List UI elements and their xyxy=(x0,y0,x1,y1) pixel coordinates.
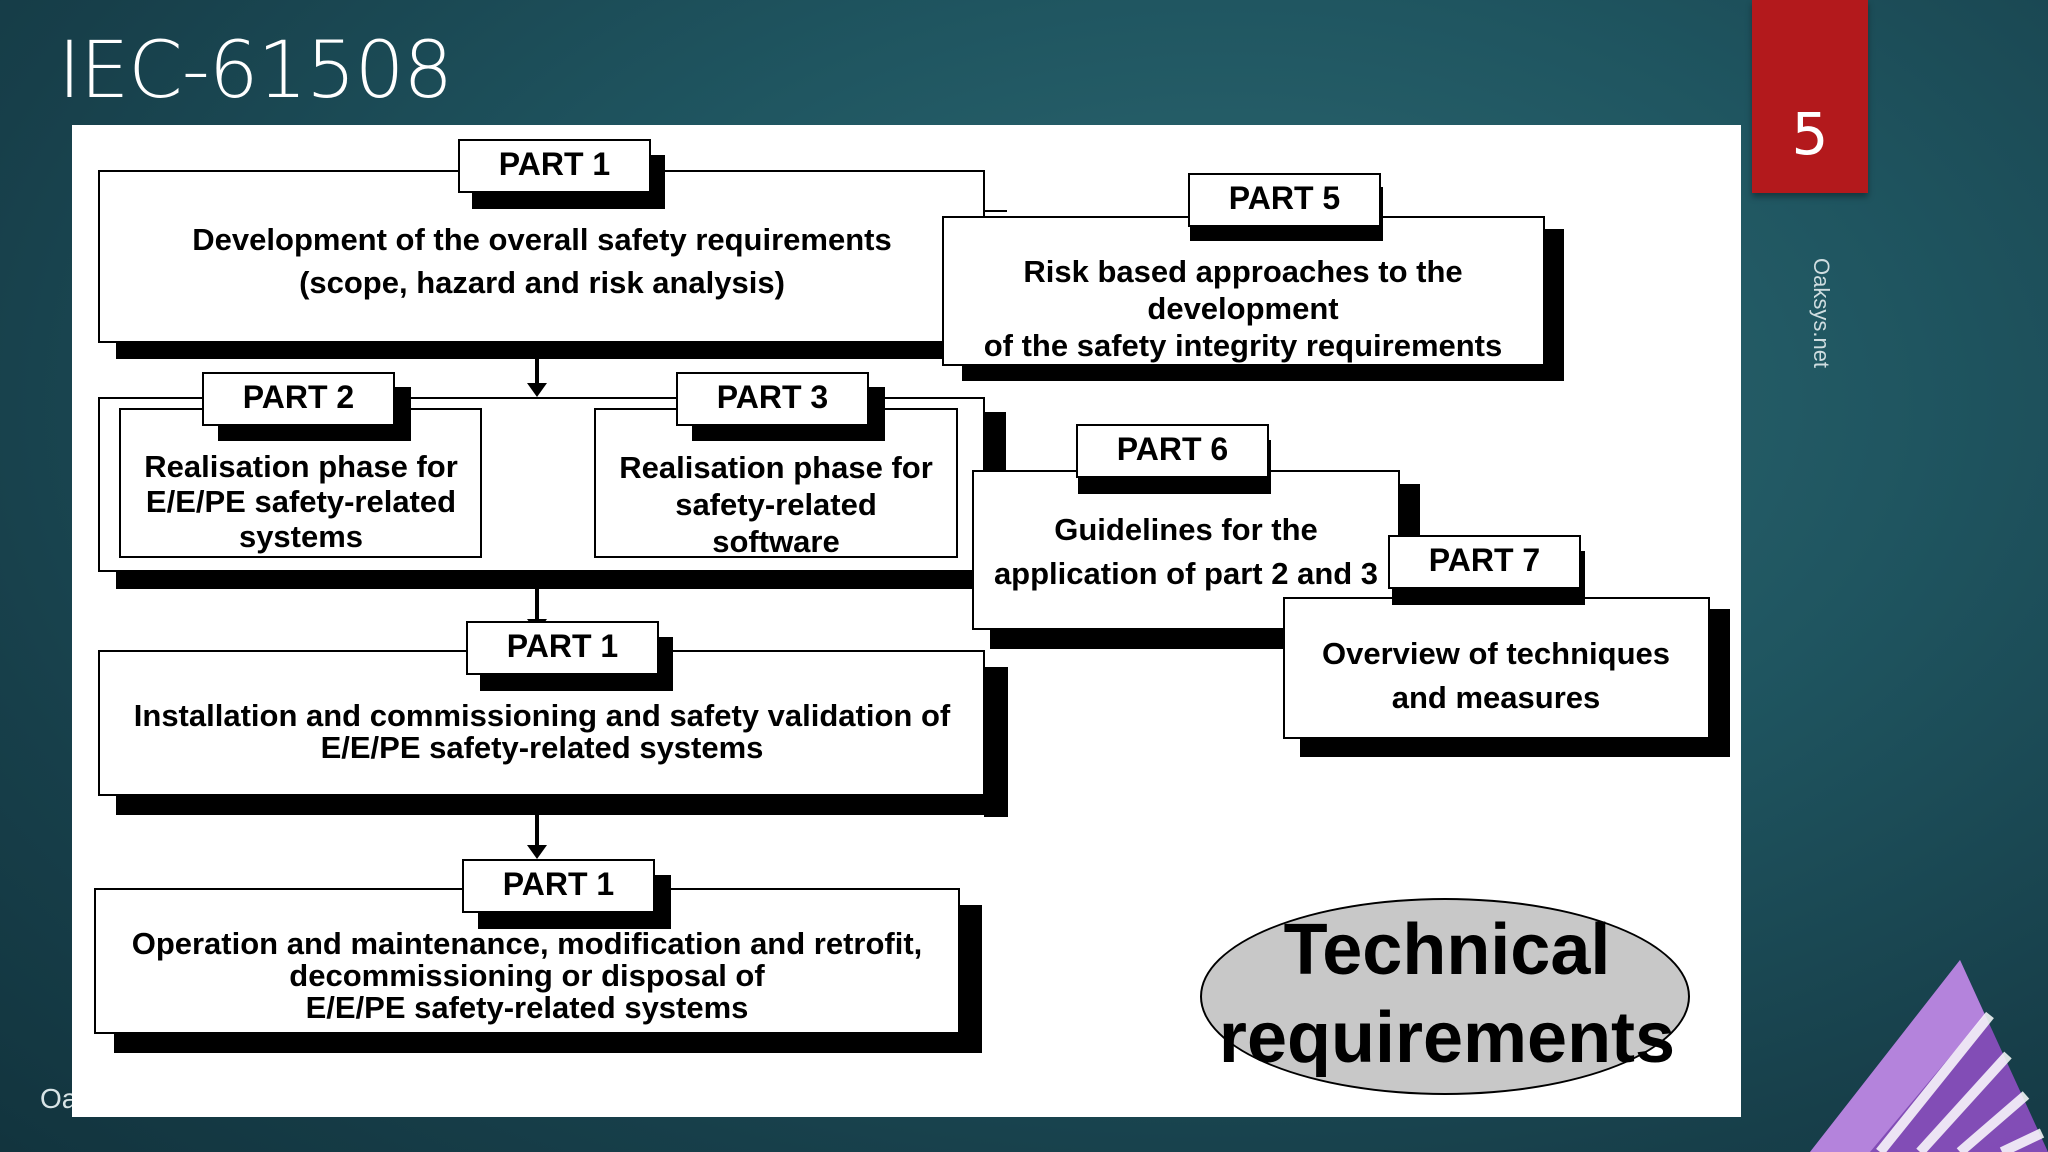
part7-text-line2: and measures xyxy=(1391,680,1601,715)
part2-text-line2: E/E/PE safety-related xyxy=(145,484,457,519)
footer-text: Oa xyxy=(40,1083,78,1114)
part1c-shadow-bottom xyxy=(114,1031,982,1053)
part1b-shadow-right xyxy=(984,667,1008,817)
page-number: 5 xyxy=(1791,100,1829,168)
part1b-shadow-bottom xyxy=(116,793,1008,815)
part7-text-line1: Overview of techniques xyxy=(1322,636,1670,671)
part5-text-line2: of the safety integrity requirements xyxy=(983,328,1503,363)
part5-box-shadow-right xyxy=(1544,229,1564,377)
part1a-text: Development of the overall safety requir… xyxy=(116,218,968,304)
part1b-text: Installation and commissioning and safet… xyxy=(102,700,982,764)
diagram-panel: PART 1 Development of the overall safety… xyxy=(72,125,1741,1117)
part1a-label: PART 1 xyxy=(458,139,651,193)
part1c-shadow-right xyxy=(958,905,982,1053)
part7-text: Overview of techniques and measures xyxy=(1286,632,1706,720)
part6-text-line1: Guidelines for the xyxy=(1054,512,1318,547)
part3-text: Realisation phase for safety-related sof… xyxy=(596,449,956,560)
part1a-text-line2: (scope, hazard and risk analysis) xyxy=(299,265,785,300)
part7-box xyxy=(1283,597,1710,739)
part6-label: PART 6 xyxy=(1076,424,1269,478)
part1b-text-line2: E/E/PE safety-related systems xyxy=(320,730,764,765)
technical-requirements-line1: Technical xyxy=(1283,910,1611,990)
part7-shadow-bottom xyxy=(1300,737,1730,757)
part1a-text-line1: Development of the overall safety requir… xyxy=(192,222,892,257)
connector-frame-top xyxy=(982,170,1007,212)
part2-text-line3: systems xyxy=(238,519,364,554)
part3-text-line3: software xyxy=(712,524,840,559)
arrow-down-3 xyxy=(527,808,547,859)
part1a-shadow xyxy=(116,341,979,359)
part1c-label: PART 1 xyxy=(462,859,655,913)
part1c-text-line2: decommissioning or disposal of xyxy=(289,958,765,993)
part5-box-shadow-bottom xyxy=(962,363,1564,381)
part2-text-line1: Realisation phase for xyxy=(144,449,458,484)
part3-label: PART 3 xyxy=(676,372,869,426)
part1c-text-line1: Operation and maintenance, modification … xyxy=(131,926,923,961)
slide-title: IEC-61508 xyxy=(58,26,453,116)
part3-text-line1: Realisation phase for xyxy=(619,450,933,485)
part3-text-line2: safety-related xyxy=(675,487,877,522)
oaksys-logo-icon xyxy=(1810,960,2048,1152)
side-watermark: Oaksys.net xyxy=(1809,258,1834,369)
part6-text: Guidelines for the application of part 2… xyxy=(976,508,1396,596)
realisation-frame-shadow-bottom xyxy=(116,569,1006,589)
part6-text-line2: application of part 2 and 3 xyxy=(993,556,1379,591)
part5-text-line1: Risk based approaches to the development xyxy=(1023,254,1463,326)
part7-label: PART 7 xyxy=(1388,535,1581,589)
part1b-text-line1: Installation and commissioning and safet… xyxy=(133,698,951,733)
part5-label: PART 5 xyxy=(1188,173,1381,227)
part7-shadow-right xyxy=(1708,609,1730,757)
technical-requirements-line2: requirements xyxy=(1218,998,1676,1078)
part5-box-front xyxy=(942,216,1545,366)
part2-text: Realisation phase for E/E/PE safety-rela… xyxy=(122,449,480,554)
part2-label: PART 2 xyxy=(202,372,395,426)
part1c-text: Operation and maintenance, modification … xyxy=(98,928,956,1024)
technical-requirements-text: Technical requirements xyxy=(1192,906,1702,1082)
part5-text: Risk based approaches to the development… xyxy=(948,253,1538,364)
page-number-tab: 5 xyxy=(1752,0,1868,193)
technical-requirements-ellipse xyxy=(1200,898,1690,1095)
part1b-label: PART 1 xyxy=(466,621,659,675)
part1c-text-line3: E/E/PE safety-related systems xyxy=(305,990,749,1025)
